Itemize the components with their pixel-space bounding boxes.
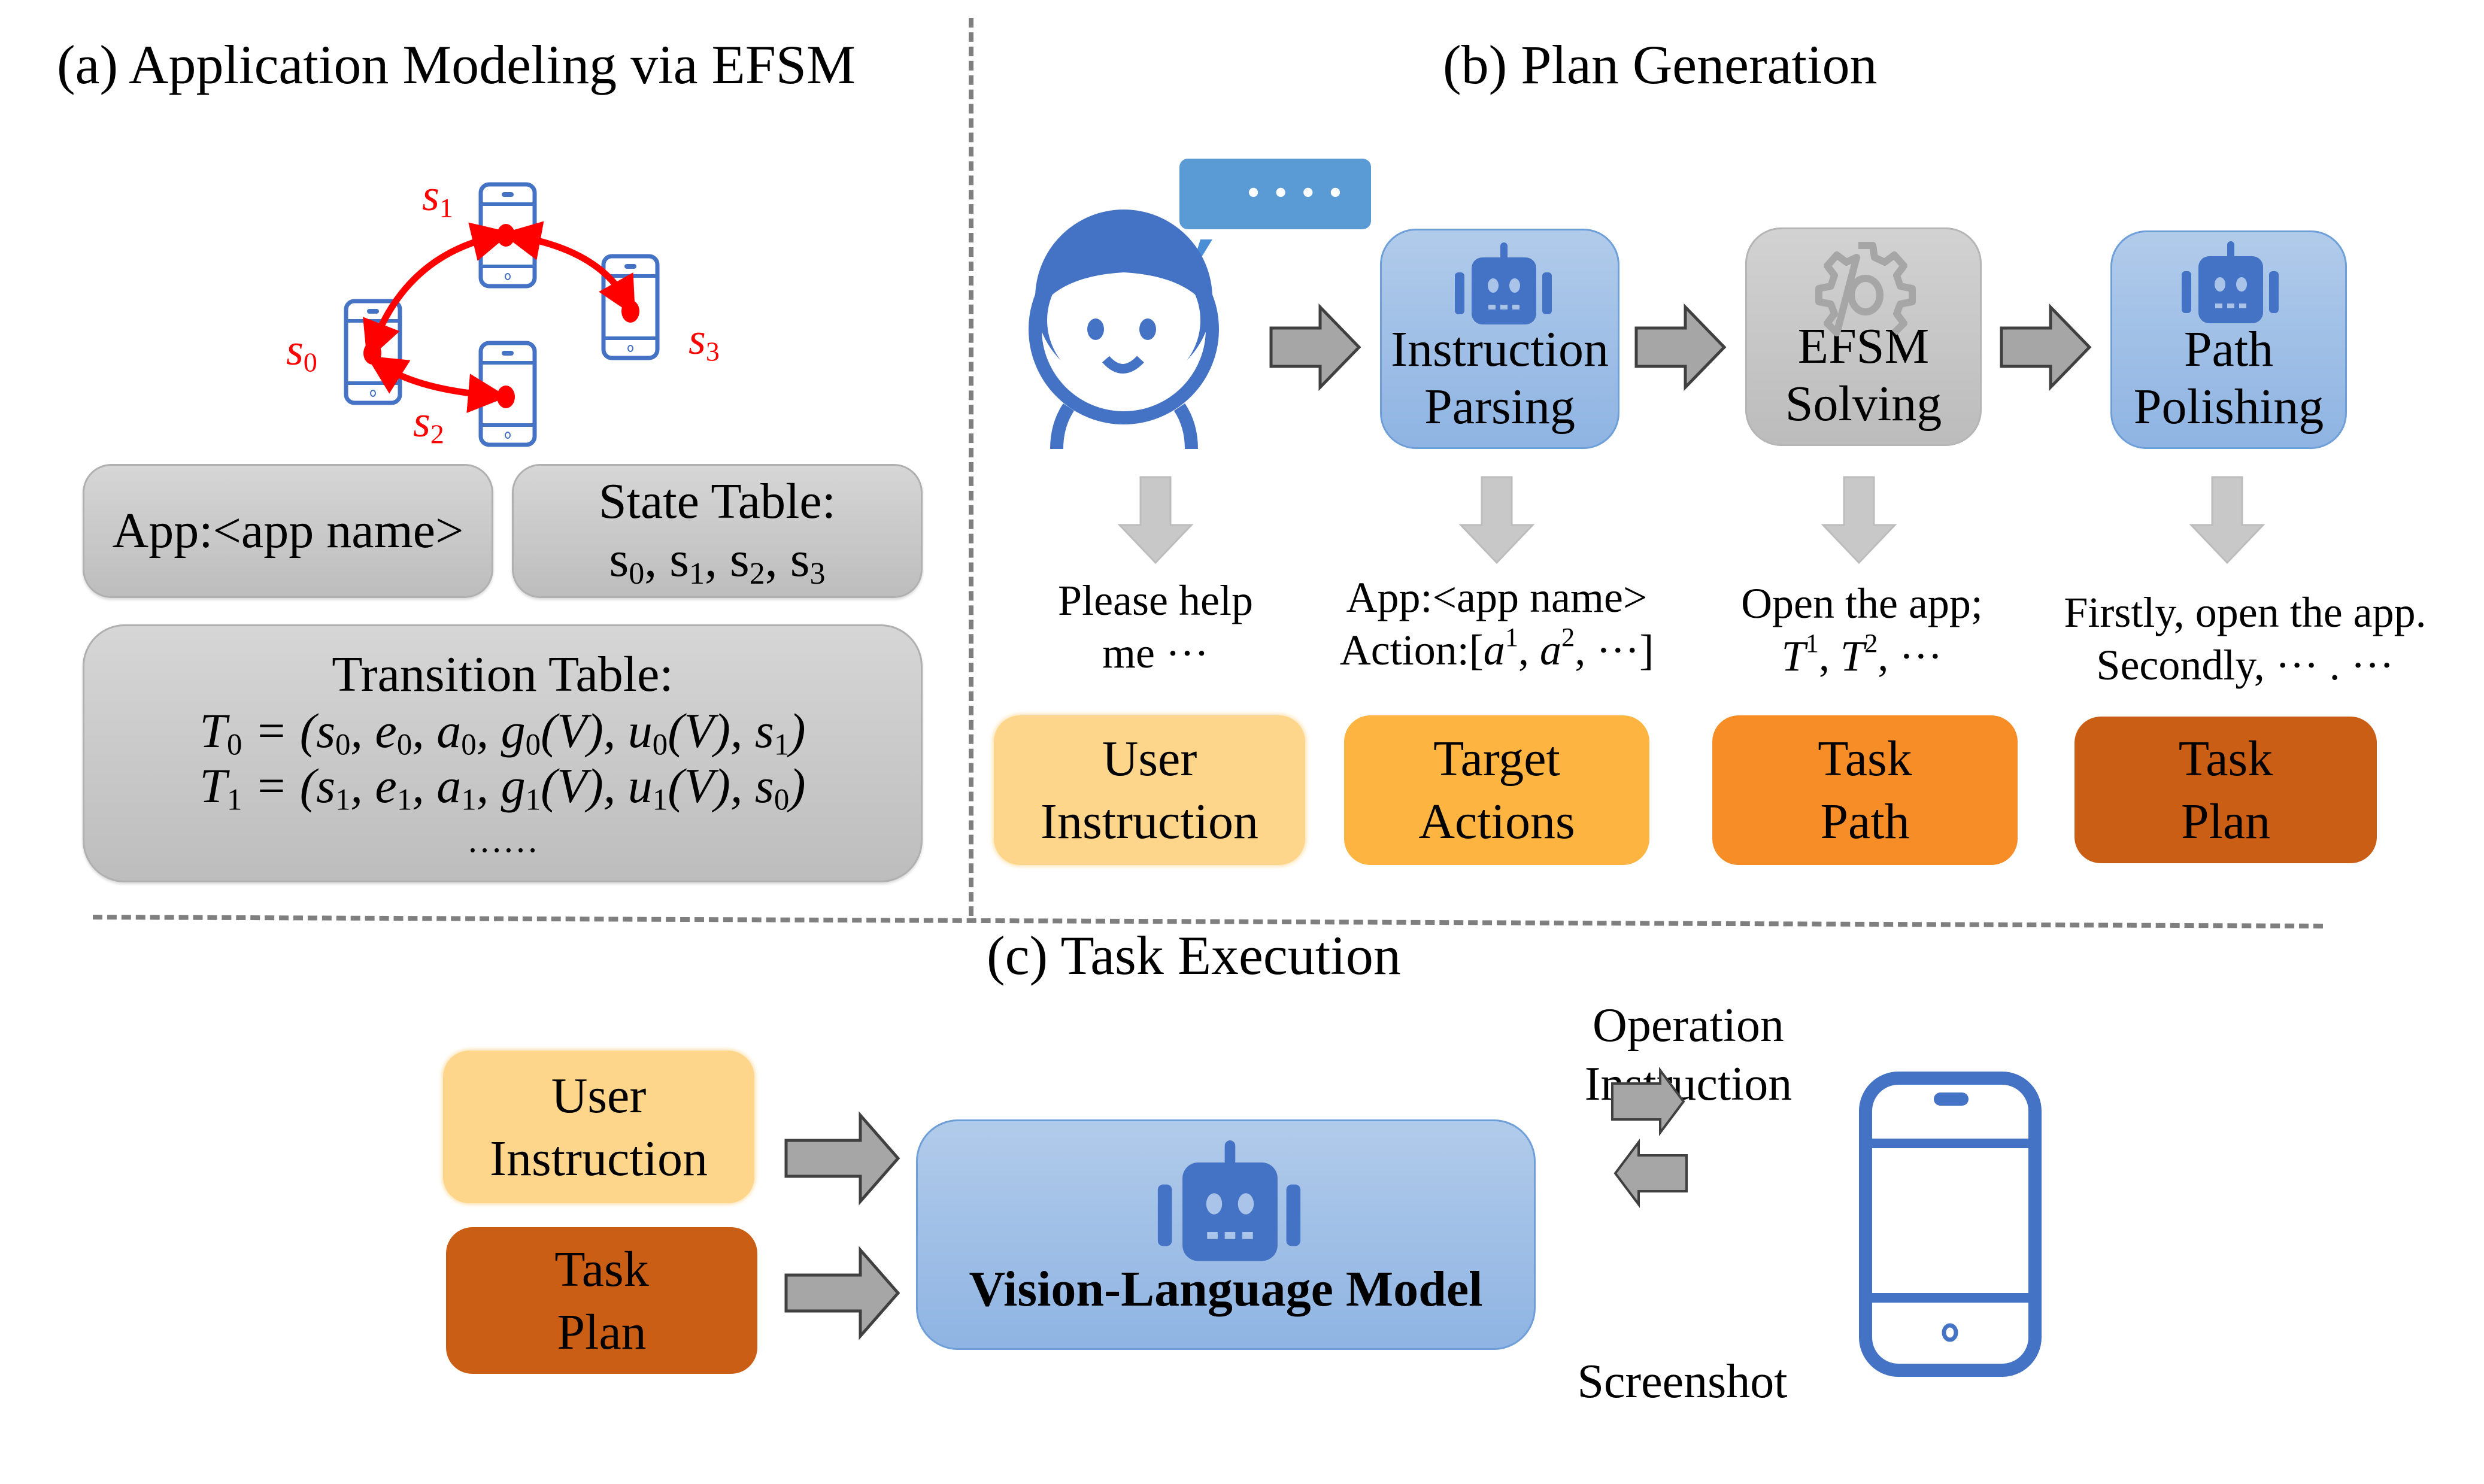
down-arrow-user bbox=[1117, 476, 1194, 565]
stage-efsm-solving: EFSM Solving bbox=[1745, 227, 1982, 446]
stage-label-line2: Polishing bbox=[2133, 379, 2324, 435]
state-label-s3: s3 bbox=[689, 315, 720, 367]
robot-icon bbox=[1455, 242, 1552, 324]
arrow-solving-to-polishing bbox=[2000, 303, 2092, 392]
transition-row-0: T0 = (s0, e0, a0, g0(V), u0(V), s1) bbox=[199, 703, 806, 762]
stage-label-line1: Path bbox=[2183, 321, 2274, 377]
state-label-s1: s1 bbox=[422, 171, 453, 223]
gear-icon bbox=[1815, 242, 1916, 336]
down-arrow-solving bbox=[1821, 476, 1897, 565]
arrow-model-to-device bbox=[1611, 1067, 1685, 1136]
stage-label-line1: EFSM bbox=[1797, 318, 1930, 374]
screenshot-label: Screenshot bbox=[1577, 1355, 1788, 1408]
robot-icon bbox=[2182, 241, 2279, 323]
speech-bubble-dots: • • • • bbox=[1247, 174, 1345, 211]
panel-a-title: (a) Application Modeling via EFSM bbox=[57, 34, 856, 95]
state-node-s3 bbox=[621, 300, 639, 323]
state-table-title: State Table: bbox=[598, 474, 836, 530]
stage-label-line1: Instruction bbox=[1391, 321, 1609, 377]
example-task-path: Open the app; T1, T2, ··· bbox=[1741, 579, 1983, 680]
arrow-parsing-to-solving bbox=[1634, 303, 1727, 392]
smartphone-icon bbox=[1859, 1072, 2042, 1377]
state-table-box: State Table: s0, s1, s2, s3 bbox=[512, 464, 923, 598]
arrow-plan-to-model bbox=[784, 1246, 900, 1340]
transition-row-1: T1 = (s1, e1, a1, g1(V), u1(V), s0) bbox=[199, 758, 806, 817]
app-name-box: App:<app name> bbox=[83, 464, 493, 598]
panel-b-title: (b) Plan Generation bbox=[1443, 34, 1878, 95]
transition-s1-s0 bbox=[363, 222, 512, 361]
example-user-instruction: Please help me ··· bbox=[1058, 576, 1253, 677]
vision-language-model-box: Vision-Language Model bbox=[916, 1119, 1536, 1350]
state-node-s1 bbox=[497, 224, 515, 247]
app-name-label: App:<app name> bbox=[112, 502, 464, 559]
down-arrow-polishing bbox=[2189, 476, 2265, 565]
state-node-s0 bbox=[363, 342, 381, 365]
robot-icon bbox=[1157, 1140, 1301, 1261]
stage-label-line2: Solving bbox=[1785, 376, 1942, 432]
state-diagram bbox=[0, 0, 958, 479]
state-label-s2: s2 bbox=[413, 397, 444, 450]
state-table-states: s0, s1, s2, s3 bbox=[609, 532, 826, 591]
vertical-divider bbox=[969, 18, 973, 916]
example-task-plan: Firstly, open the app. Secondly, ··· . ·… bbox=[2064, 588, 2427, 689]
example-target-actions: App:<app name> Action:[a1, a2, ···] bbox=[1339, 573, 1654, 674]
arrow-device-to-model bbox=[1613, 1139, 1688, 1208]
operation-instruction-label: Operation Instruction bbox=[1584, 999, 1793, 1110]
arrow-user-to-parsing bbox=[1269, 303, 1361, 392]
transition-table-box: Transition Table: T0 = (s0, e0, a0, g0(V… bbox=[83, 624, 923, 882]
stage-label-line2: Parsing bbox=[1424, 379, 1575, 435]
panel-c-title: (c) Task Execution bbox=[987, 925, 1401, 986]
transition-table-title: Transition Table: bbox=[332, 646, 674, 702]
state-node-s2 bbox=[497, 386, 515, 408]
speech-bubble bbox=[1179, 159, 1371, 229]
arrow-instruction-to-model bbox=[784, 1111, 900, 1206]
state-label-s0: s0 bbox=[286, 326, 317, 378]
transition-table-ellipsis: …… bbox=[466, 820, 539, 860]
model-label: Vision-Language Model bbox=[969, 1261, 1483, 1317]
stage-path-polishing: Path Polishing bbox=[2110, 230, 2347, 449]
transition-s1-s3 bbox=[501, 221, 636, 317]
down-arrow-parsing bbox=[1458, 476, 1535, 565]
user-icon bbox=[1051, 159, 1371, 450]
transition-s0-s2 bbox=[366, 356, 508, 414]
stage-instruction-parsing: Instruction Parsing bbox=[1380, 229, 1619, 449]
